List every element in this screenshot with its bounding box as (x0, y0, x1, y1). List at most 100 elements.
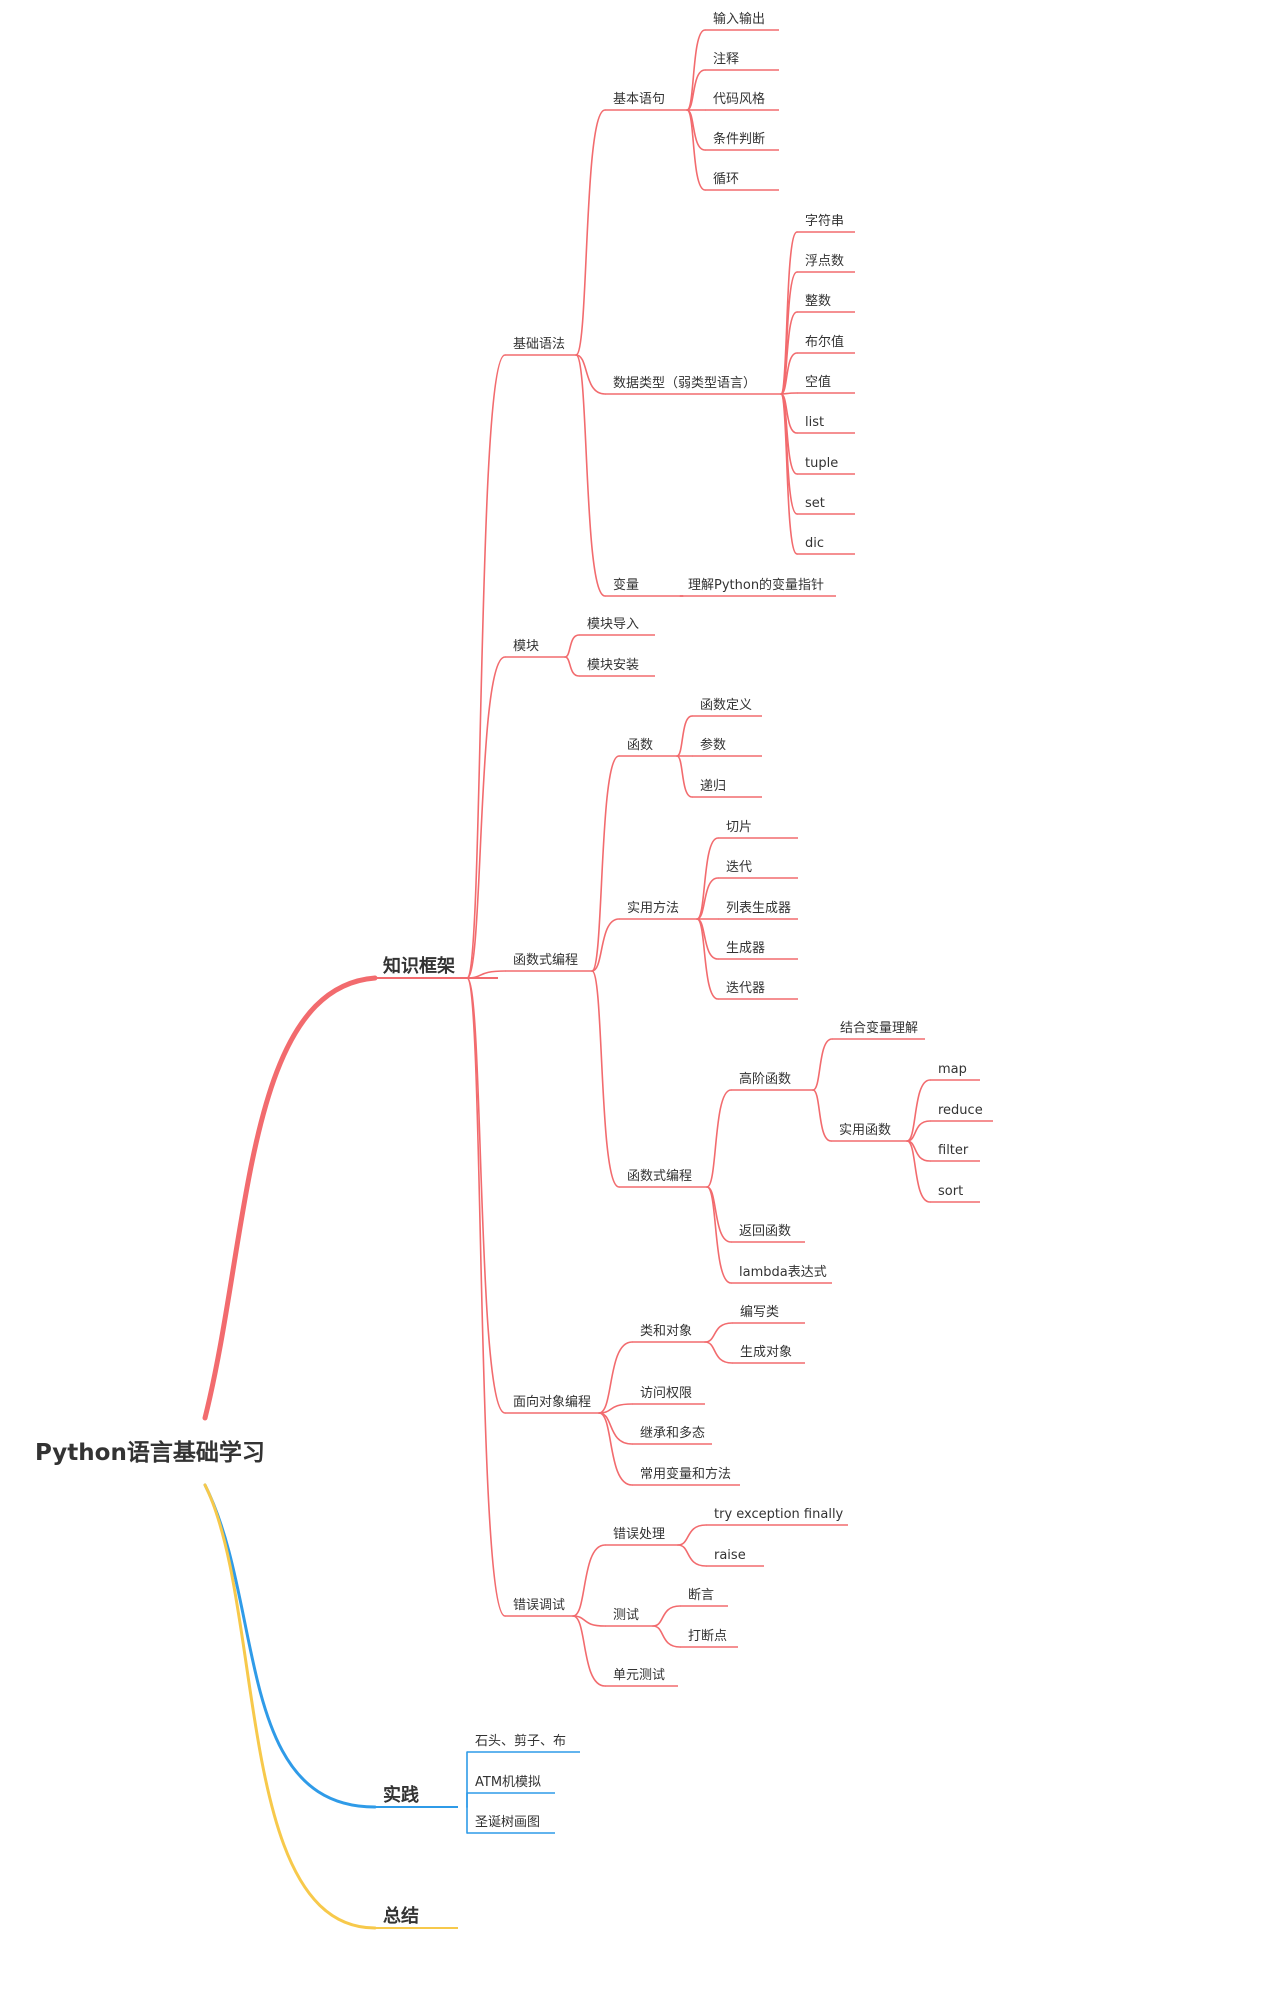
node-integer[interactable]: 整数 (805, 294, 831, 309)
write-class-connector (704, 1322, 733, 1343)
node-slicing[interactable]: 切片 (726, 820, 752, 835)
node-practical-methods[interactable]: 实用方法 (627, 900, 679, 916)
node-generator[interactable]: 生成器 (726, 941, 765, 956)
node-basic-syntax[interactable]: 基础语法 (513, 337, 565, 352)
knowledge-trunk (202, 975, 378, 1421)
practice-trunk (203, 1483, 377, 1809)
node-comments[interactable]: 注释 (713, 52, 739, 67)
branch-practice[interactable]: 实践 (383, 1784, 419, 1806)
node-rps[interactable]: 石头、剪子、布 (475, 1733, 566, 1749)
debugging-connector (466, 977, 506, 1617)
functions-connector (591, 755, 620, 972)
error-handling-connector (572, 1544, 606, 1617)
node-class-object[interactable]: 类和对象 (640, 1324, 692, 1339)
node-lambda[interactable]: lambda表达式 (739, 1265, 827, 1280)
node-iteration[interactable]: 迭代 (726, 860, 752, 875)
create-object-connector (704, 1341, 733, 1364)
node-dic[interactable]: dic (805, 536, 824, 551)
class-object-connector (598, 1341, 633, 1414)
node-boolean[interactable]: 布尔值 (805, 334, 844, 350)
higher-order-connector (706, 1089, 732, 1188)
mind-map-underlines (375, 29, 993, 1929)
mind-map-labels: Python语言基础学习 知识框架 基础语法 基本语句 输入输出注释代码风格条件判断循环… (35, 11, 983, 1927)
node-higher-order[interactable]: 高阶函数 (739, 1071, 791, 1087)
branch-knowledge[interactable]: 知识框架 (383, 955, 455, 977)
node-oop[interactable]: 面向对象编程 (513, 1394, 591, 1410)
root-topic[interactable]: Python语言基础学习 (35, 1439, 265, 1466)
oop-connector (466, 977, 506, 1414)
node-var-pointer[interactable]: 理解Python的变量指针 (688, 577, 824, 593)
combine-var-connector (812, 1038, 833, 1091)
node-filter[interactable]: filter (938, 1143, 969, 1158)
module-import-connector (564, 634, 580, 658)
node-modules[interactable]: 模块 (513, 639, 539, 654)
comments-connector (686, 69, 706, 111)
node-code-style[interactable]: 代码风格 (713, 91, 765, 107)
recursion-connector (676, 755, 693, 798)
node-module-import[interactable]: 模块导入 (587, 617, 639, 632)
node-basic-statements[interactable]: 基本语句 (613, 92, 665, 107)
node-data-types[interactable]: 数据类型（弱类型语言） (613, 376, 756, 391)
node-list-comp[interactable]: 列表生成器 (726, 901, 791, 916)
sort-connector (906, 1140, 931, 1203)
node-map[interactable]: map (938, 1062, 967, 1077)
node-create-object[interactable]: 生成对象 (740, 1345, 792, 1360)
node-raise[interactable]: raise (714, 1548, 746, 1563)
node-common-vars[interactable]: 常用变量和方法 (640, 1466, 731, 1482)
try-connector (677, 1524, 707, 1546)
common-vars-connector (598, 1412, 633, 1486)
node-sort[interactable]: sort (938, 1184, 963, 1199)
node-inheritance[interactable]: 继承和多态 (640, 1425, 705, 1441)
node-func-def[interactable]: 函数定义 (700, 698, 752, 713)
node-none[interactable]: 空值 (805, 374, 831, 390)
functional-connector (466, 970, 506, 979)
summary-trunk (203, 1483, 377, 1930)
node-combine-var[interactable]: 结合变量理解 (840, 1020, 918, 1036)
node-error-handling[interactable]: 错误处理 (613, 1527, 665, 1542)
basic-syntax-connector (466, 354, 506, 979)
node-string[interactable]: 字符串 (805, 213, 844, 229)
node-reduce[interactable]: reduce (938, 1103, 983, 1118)
node-breakpoint[interactable]: 打断点 (688, 1629, 727, 1644)
reduce-connector (906, 1120, 931, 1142)
useful-funcs-connector (812, 1089, 832, 1142)
none-connector (780, 392, 798, 395)
branch-summary[interactable]: 总结 (383, 1905, 419, 1927)
raise-connector (677, 1544, 707, 1567)
node-io[interactable]: 输入输出 (713, 11, 765, 27)
node-conditionals[interactable]: 条件判断 (713, 131, 765, 147)
node-float[interactable]: 浮点数 (805, 254, 844, 269)
node-access[interactable]: 访问权限 (640, 1385, 692, 1401)
node-xmas[interactable]: 圣诞树画图 (475, 1815, 540, 1830)
unit-test-connector (572, 1615, 606, 1687)
node-atm[interactable]: ATM机模拟 (475, 1775, 541, 1790)
node-useful-funcs[interactable]: 实用函数 (839, 1123, 891, 1138)
boolean-connector (780, 352, 798, 395)
node-set[interactable]: set (805, 496, 825, 511)
node-assert[interactable]: 断言 (688, 1588, 714, 1603)
node-return-func[interactable]: 返回函数 (739, 1224, 791, 1239)
mind-map-connectors (202, 29, 931, 1930)
node-try[interactable]: try exception finally (714, 1507, 844, 1522)
node-module-install[interactable]: 模块安装 (587, 658, 639, 673)
node-variables[interactable]: 变量 (613, 577, 639, 593)
node-iterator[interactable]: 迭代器 (726, 981, 765, 996)
node-loops[interactable]: 循环 (713, 172, 739, 187)
breakpoint-connector (652, 1625, 681, 1648)
node-debugging[interactable]: 错误调试 (513, 1598, 565, 1613)
iteration-connector (696, 877, 719, 920)
node-unit-test[interactable]: 单元测试 (613, 1668, 665, 1683)
node-write-class[interactable]: 编写类 (740, 1305, 779, 1320)
node-functions[interactable]: 函数 (627, 738, 653, 753)
node-tuple[interactable]: tuple (805, 456, 838, 471)
node-functional-sub[interactable]: 函数式编程 (627, 1169, 692, 1184)
node-list[interactable]: list (805, 415, 824, 430)
variables-connector (575, 354, 606, 597)
node-params[interactable]: 参数 (700, 737, 726, 753)
node-testing[interactable]: 测试 (613, 1608, 639, 1623)
node-recursion[interactable]: 递归 (700, 779, 726, 794)
functional-sub-connector (591, 970, 620, 1188)
return-func-connector (706, 1186, 732, 1243)
node-functional[interactable]: 函数式编程 (513, 953, 578, 968)
